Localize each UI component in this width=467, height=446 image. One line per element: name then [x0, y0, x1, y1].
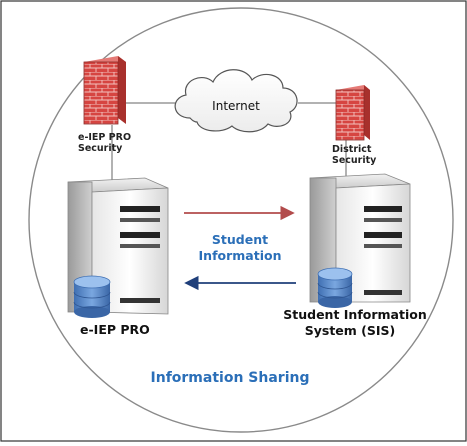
flow-label-line1: Student: [212, 232, 268, 247]
right-system-label-line2: System (SIS): [305, 323, 396, 338]
left-system-label: e-IEP PRO: [80, 322, 150, 337]
cloud-icon: [174, 69, 298, 133]
left-security-label-line2: Security: [78, 143, 123, 154]
internet-label: Internet: [212, 99, 260, 113]
flow-label-line2: Information: [199, 248, 282, 263]
right-firewall-icon: [335, 85, 370, 141]
right-database-icon: [317, 267, 353, 308]
right-security-label-line2: Security: [332, 155, 377, 166]
right-system-label-line1: Student Information: [283, 307, 426, 322]
right-security-label-line1: District: [332, 144, 372, 155]
left-database-icon: [73, 275, 111, 318]
footer-title: Information Sharing: [151, 370, 310, 386]
left-firewall-icon: [83, 56, 126, 125]
left-security-label-line1: e-IEP PRO: [78, 132, 131, 143]
